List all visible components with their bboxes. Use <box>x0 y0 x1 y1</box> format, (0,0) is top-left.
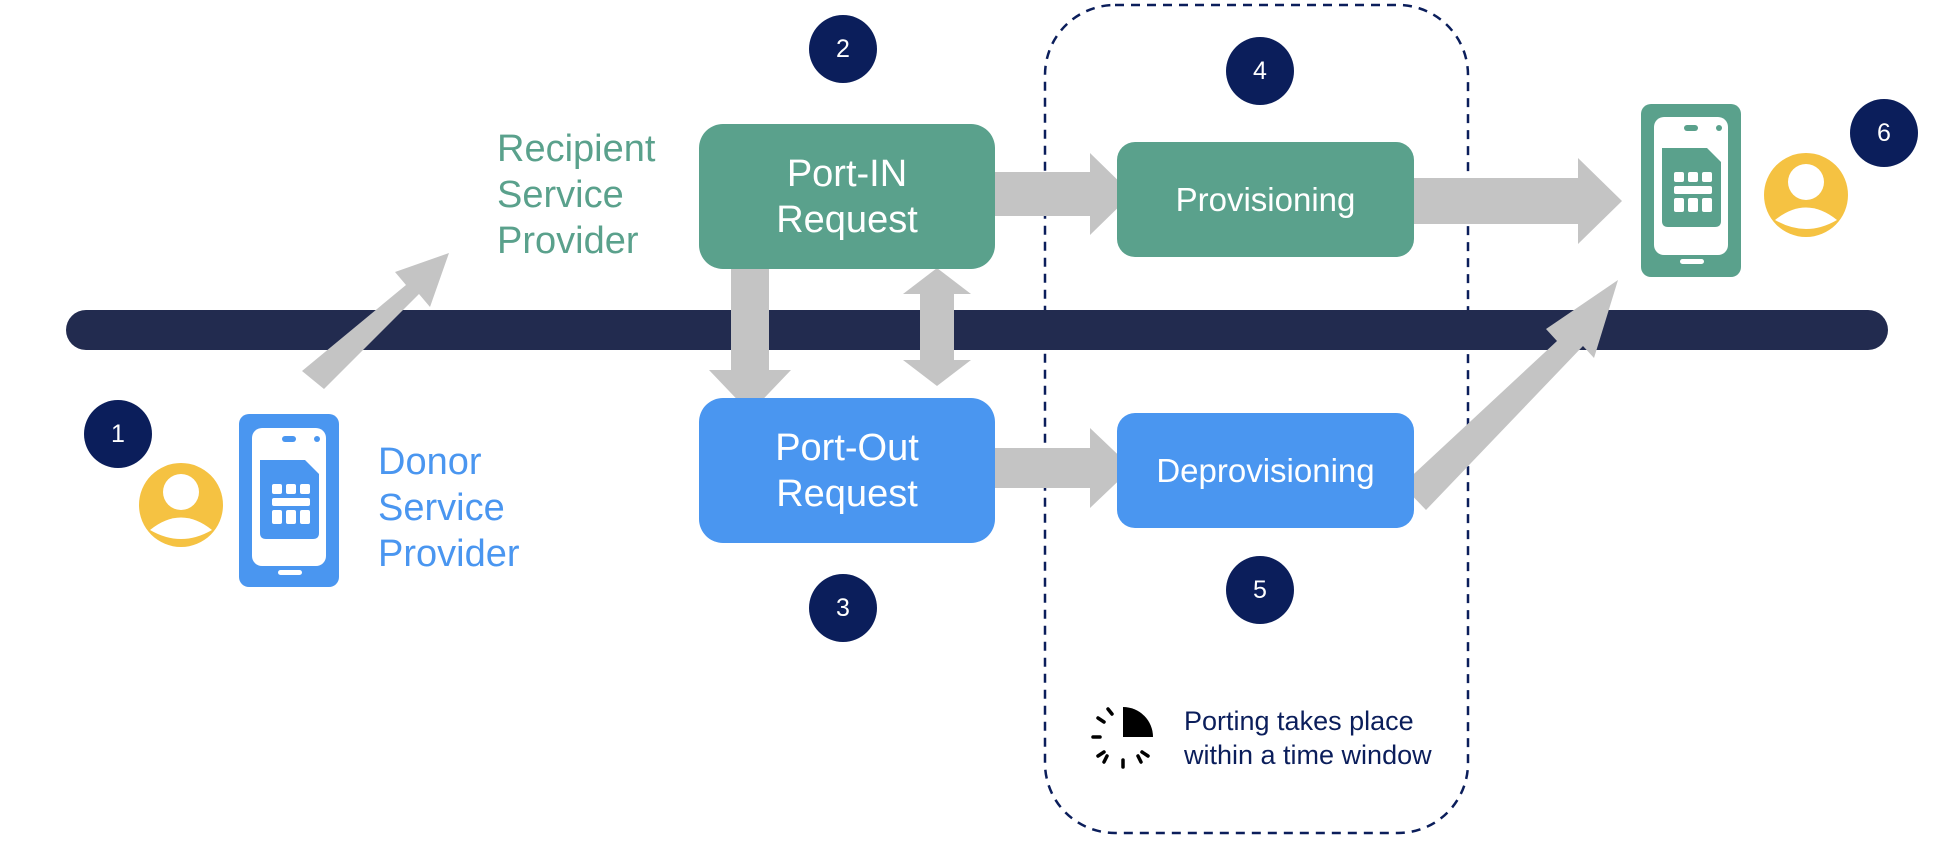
step-number-5: 5 <box>1253 576 1267 604</box>
network-bar <box>66 310 1888 350</box>
recipient-label-line-3: Provider <box>497 220 639 262</box>
note-line-1: Porting takes place <box>1184 706 1414 736</box>
port-in-line-2: Request <box>776 198 918 241</box>
step-circle-3 <box>809 574 877 642</box>
mobile-phone-sim-icon <box>239 414 339 587</box>
step-number-4: 4 <box>1253 57 1267 85</box>
arrow-portin-to-provisioning <box>990 153 1132 235</box>
step-circle-4 <box>1226 37 1294 105</box>
clock-quarter-icon <box>1091 707 1153 769</box>
deprovisioning-box: Deprovisioning <box>1117 413 1414 528</box>
port-in-request-box: Port-IN Request <box>699 124 995 269</box>
recipient-label-line-2: Service <box>497 174 624 216</box>
step-number-3: 3 <box>836 594 850 622</box>
step-number-1: 1 <box>111 420 125 448</box>
user-avatar-icon <box>1764 153 1848 237</box>
donor-provider-label: Donor Service Provider <box>378 439 520 577</box>
arrow-provisioning-to-phone <box>1404 158 1622 244</box>
arrow-to-recipient <box>302 253 449 389</box>
port-out-line-2: Request <box>776 472 918 515</box>
port-out-line-1: Port-Out <box>775 426 919 469</box>
arrow-deprovisioning-to-phone <box>1402 280 1618 510</box>
donor-label-line-1: Donor <box>378 441 482 483</box>
port-out-request-box: Port-Out Request <box>699 398 995 543</box>
mobile-phone-sim-icon <box>1641 104 1741 277</box>
step-circle-1 <box>84 400 152 468</box>
note-line-2: within a time window <box>1184 740 1432 770</box>
recipient-label-line-1: Recipient <box>497 128 656 170</box>
arrow-bidirectional <box>903 268 971 386</box>
provisioning-label: Provisioning <box>1175 180 1356 218</box>
recipient-provider-label: Recipient Service Provider <box>497 126 655 264</box>
arrow-portin-to-portout <box>709 268 791 413</box>
provisioning-box: Provisioning <box>1117 142 1414 257</box>
arrow-portout-to-deprovisioning <box>990 428 1132 508</box>
step-circle-5 <box>1226 556 1294 624</box>
donor-label-line-2: Service <box>378 487 505 529</box>
step-number-6: 6 <box>1877 119 1891 147</box>
deprovisioning-label: Deprovisioning <box>1156 451 1375 489</box>
user-avatar-icon <box>139 463 223 547</box>
donor-label-line-3: Provider <box>378 533 520 575</box>
time-window-region <box>1043 3 1470 835</box>
port-in-line-1: Port-IN <box>786 152 908 195</box>
step-number-2: 2 <box>836 35 850 63</box>
step-circle-2 <box>809 15 877 83</box>
step-circle-6 <box>1850 99 1918 167</box>
time-window-note: Porting takes place within a time window <box>1184 704 1432 772</box>
